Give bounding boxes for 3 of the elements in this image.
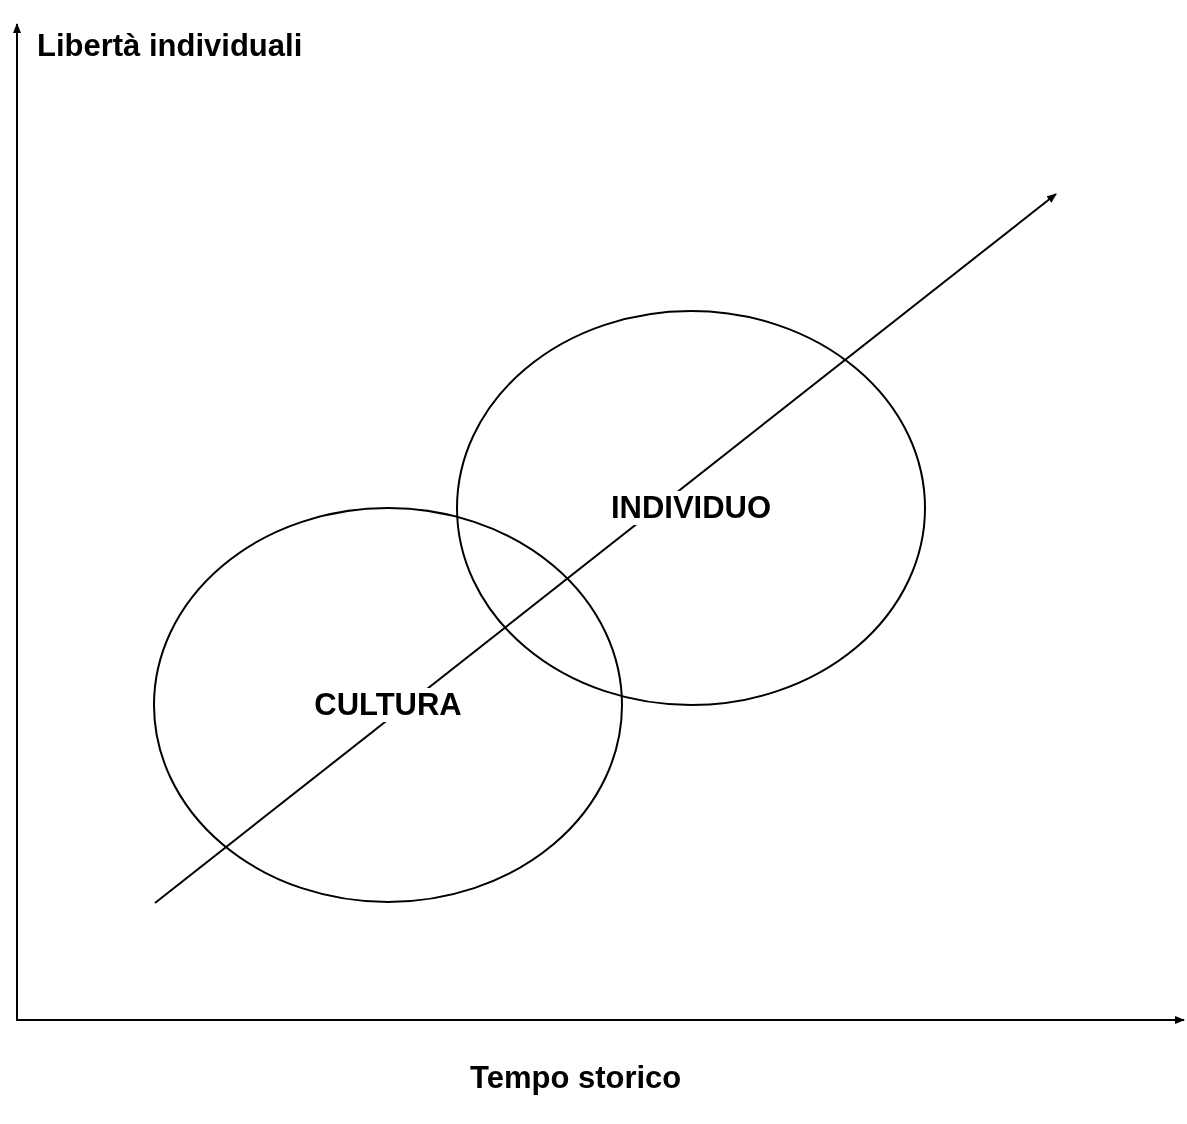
ellipse-label: CULTURA: [312, 688, 464, 722]
axis-title: Tempo storico: [470, 1060, 682, 1096]
axis-title: Libertà individuali: [37, 28, 303, 64]
